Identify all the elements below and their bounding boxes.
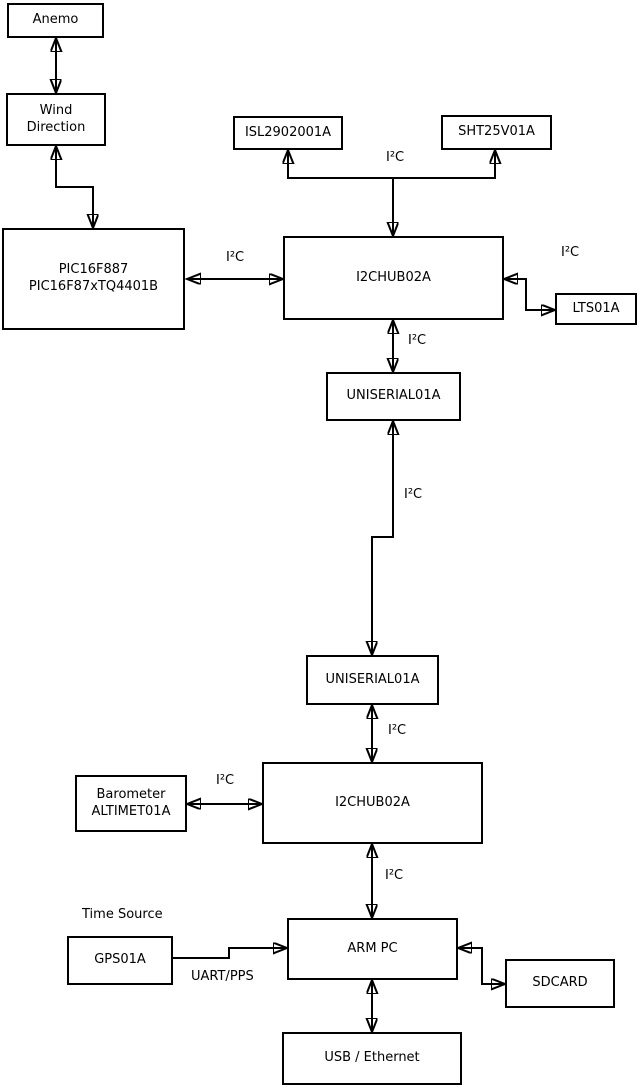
edge-label-i2c-hub2-armpc: I²C bbox=[385, 868, 404, 883]
node-uniserial01a-bottom: UNISERIAL01A bbox=[306, 655, 439, 705]
node-barometer-altimet01a: Barometer ALTIMET01A bbox=[75, 775, 187, 832]
edge-label-i2c-uniserial-link: I²C bbox=[404, 487, 423, 502]
node-sdcard: SDCARD bbox=[505, 959, 615, 1008]
edge-gps-armpc bbox=[173, 948, 287, 959]
node-wind-direction: Wind Direction bbox=[6, 93, 106, 146]
node-pic16f887: PIC16F887 PIC16F87xTQ4401B bbox=[2, 228, 185, 330]
edge-label-i2c-hub-lts: I²C bbox=[561, 245, 580, 260]
node-gps01a: GPS01A bbox=[67, 936, 173, 985]
edge-label-uart-pps: UART/PPS bbox=[191, 969, 254, 984]
edge-armpc-sdcard bbox=[458, 948, 505, 984]
edge-label-i2c-uniserial-hub2: I²C bbox=[388, 723, 407, 738]
node-anemo: Anemo bbox=[7, 3, 104, 38]
node-sht25v01a: SHT25V01A bbox=[441, 115, 552, 150]
node-usb-ethernet: USB / Ethernet bbox=[282, 1032, 462, 1085]
edge-label-i2c-barometer: I²C bbox=[216, 773, 235, 788]
edge-label-i2c-pic-hub: I²C bbox=[226, 250, 245, 265]
annotation-time-source: Time Source bbox=[82, 907, 163, 922]
edge-i2chub-top-lts bbox=[504, 279, 555, 310]
node-isl2902001a: ISL2902001A bbox=[233, 116, 343, 150]
edge-label-i2c-sensor-bus: I²C bbox=[386, 150, 405, 165]
node-lts01a: LTS01A bbox=[555, 293, 637, 325]
edge-label-i2c-hub-uniserial: I²C bbox=[408, 333, 427, 348]
edge-uniserial-top-uniserial-bottom bbox=[372, 421, 393, 655]
edge-winddirection-pic bbox=[56, 146, 93, 228]
node-arm-pc: ARM PC bbox=[287, 918, 458, 980]
node-i2chub02a-top: I2CHUB02A bbox=[283, 236, 504, 320]
node-i2chub02a-bottom: I2CHUB02A bbox=[262, 762, 483, 844]
node-uniserial01a-top: UNISERIAL01A bbox=[326, 372, 461, 421]
